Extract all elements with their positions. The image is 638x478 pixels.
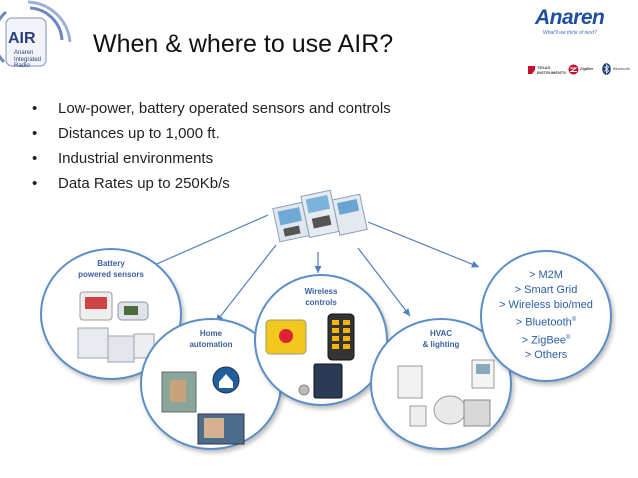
m2m-item-text: > Bluetooth	[515, 316, 572, 329]
sensor-devices-icon	[77, 291, 155, 363]
ti-logo-icon	[528, 66, 535, 74]
wireless-label: Wireless controls	[272, 286, 370, 308]
air-logo-line1: Anaren	[14, 50, 34, 56]
m2m-item: > M2M	[529, 269, 563, 281]
bullet-item: Industrial environments	[32, 146, 391, 171]
air-logo-mark: AIR	[8, 30, 36, 47]
m2m-item-bluetooth: > Bluetooth®	[482, 313, 610, 331]
hvac-lighting-devices-icon	[397, 359, 495, 427]
m2m-item-zigbee: > ZigBee®	[482, 331, 610, 349]
m2m-item-text: > ZigBee	[521, 334, 566, 347]
bluetooth-logo-text: Bluetooth	[613, 66, 630, 71]
hvac-label: HVAC & lighting	[392, 328, 490, 350]
air-logo: AIR Anaren Integrated Radio	[0, 0, 75, 78]
circle-m2m-list: > M2M > Smart Grid > Wireless bio/med > …	[480, 250, 612, 382]
anaren-logo-tagline: What'll we think of next?	[543, 30, 597, 36]
arrow-to-battery	[142, 214, 269, 271]
air-logo-mark-icon	[0, 0, 72, 67]
ti-logo-line2: INSTRUMENTS	[537, 70, 566, 75]
m2m-item: > Wireless bio/med	[499, 299, 593, 311]
wireless-label-line2: controls	[305, 298, 337, 307]
battery-label: Battery powered sensors	[62, 258, 160, 280]
hvac-label-line2: & lighting	[422, 340, 460, 349]
circle-home-automation: Home automation	[140, 318, 282, 450]
registered-mark: ®	[565, 334, 571, 341]
home-label: Home automation	[162, 328, 260, 350]
zigbee-logo-icon	[568, 64, 579, 75]
m2m-list: > M2M > Smart Grid > Wireless bio/med > …	[482, 268, 610, 363]
home-automation-devices-icon	[161, 366, 245, 445]
air-logo-line3: Radio	[14, 63, 30, 69]
ti-logo-line1: TEXAS	[537, 65, 551, 70]
bullet-item: Data Rates up to 250Kb/s	[32, 171, 391, 196]
anaren-logo-brand: Anaren	[535, 6, 605, 29]
bullet-item: Distances up to 1,000 ft.	[32, 121, 391, 146]
radio-module-icon	[272, 189, 368, 243]
wireless-label-line1: Wireless	[304, 287, 338, 296]
bluetooth-logo-icon	[602, 63, 611, 75]
home-label-line2: automation	[189, 340, 233, 349]
registered-mark: ®	[571, 317, 577, 323]
anaren-logo: Anaren What'll we think of next?	[535, 6, 635, 36]
partner-logos: TEXAS INSTRUMENTS ZigBee Bluetooth	[528, 63, 636, 77]
home-label-line1: Home	[199, 329, 223, 338]
bullet-item: Low-power, battery operated sensors and …	[32, 96, 391, 121]
wireless-remote-controls-icon	[265, 313, 355, 399]
bullet-list: Low-power, battery operated sensors and …	[32, 96, 391, 196]
battery-label-line1: Battery	[97, 259, 125, 268]
ti-logo-text: TEXAS INSTRUMENTS	[537, 65, 566, 75]
zigbee-logo-text: ZigBee	[580, 66, 594, 71]
m2m-item: > Smart Grid	[514, 284, 578, 296]
battery-label-line2: powered sensors	[78, 270, 144, 279]
circle-wireless-controls: Wireless controls	[254, 274, 388, 406]
slide-title: When & where to use AIR?	[93, 30, 394, 58]
air-logo-line2: Integrated	[14, 56, 42, 63]
air-logo-caption: Anaren Integrated Radio	[14, 50, 41, 70]
arrow-to-m2m	[367, 221, 480, 268]
hvac-label-line1: HVAC	[429, 329, 453, 338]
air-modules-image	[270, 185, 370, 253]
m2m-item: > Others	[524, 349, 568, 362]
